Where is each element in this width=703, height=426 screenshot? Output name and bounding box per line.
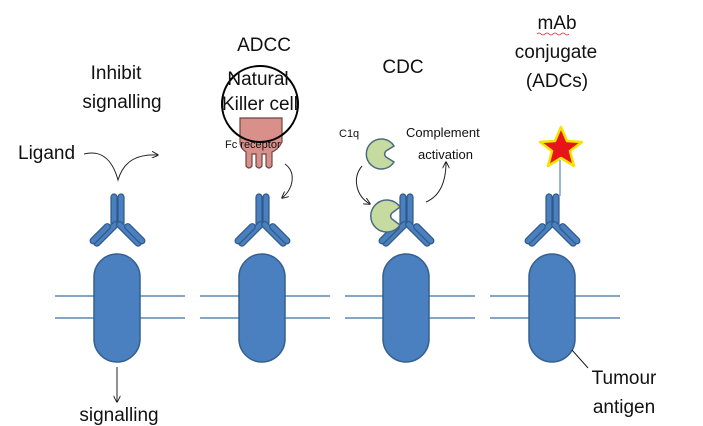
- complement-label-line2: activation: [418, 147, 473, 162]
- antibody-icon: [89, 193, 146, 247]
- natural-killer-cell: [221, 65, 299, 143]
- ligand-arrow: [83, 153, 158, 182]
- antigen-icon: [382, 253, 430, 363]
- signalling-label: signalling: [79, 405, 158, 426]
- nk-cell-label-line2: Killer cell: [222, 94, 298, 115]
- c1q-icon: [365, 138, 396, 170]
- cdc-title: CDC: [382, 57, 423, 78]
- fc-receptor-icon: [239, 117, 283, 169]
- nk-cell-label-line1: Natural: [227, 69, 288, 90]
- antigen-icon: [93, 253, 141, 363]
- c1q-icon: [370, 199, 402, 233]
- tumour-antigen-label-line2: antigen: [593, 397, 655, 418]
- antibody-icon: [234, 193, 291, 247]
- inhibit-title-line1: Inhibit: [91, 63, 142, 84]
- adc-title-line1: mAb: [537, 13, 576, 34]
- c1q-binding-arrow: [355, 165, 370, 204]
- inhibit-title-line2: signalling: [82, 92, 161, 113]
- tumour-antigen-label-line1: Tumour: [592, 368, 657, 389]
- complement-arrow: [425, 162, 446, 203]
- antibody-icon: [524, 193, 581, 247]
- drug-star-icon: [538, 125, 584, 168]
- adc-title-line3: (ADCs): [526, 71, 588, 92]
- adcc-title: ADCC: [237, 35, 291, 56]
- c1q-label: C1q: [339, 128, 359, 140]
- adcc-arrow: [282, 163, 293, 198]
- tumour-antigen-pointer: [571, 349, 589, 369]
- antigen-icon: [528, 253, 576, 363]
- adc-title-underline: [536, 32, 570, 36]
- fc-receptor-label: Fc receptor: [225, 139, 281, 151]
- adc-title-line2: conjugate: [515, 42, 597, 63]
- ligand-label: Ligand: [18, 143, 75, 164]
- complement-label-line1: Complement: [406, 125, 480, 140]
- antigen-icon: [238, 253, 286, 363]
